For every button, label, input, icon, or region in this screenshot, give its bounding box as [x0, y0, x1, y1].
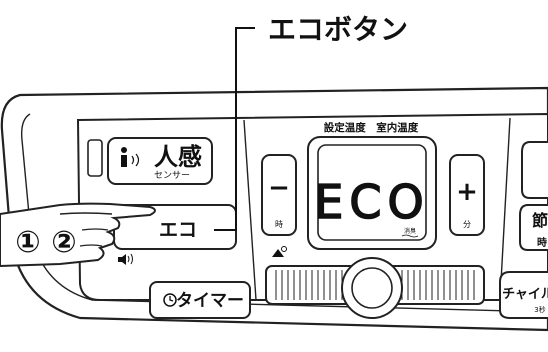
timer-button-label: タイマー: [176, 291, 244, 311]
lcd-display: ECO 消臭: [307, 136, 437, 250]
speaker-waves-icon: [118, 253, 133, 265]
plate-divider-right: [499, 117, 511, 301]
person-waves-icon: [121, 147, 140, 167]
plus-button-sublabel: 分: [463, 220, 471, 229]
plus-button[interactable]: + 分: [449, 154, 485, 236]
display-header-label: 設定温度 室内温度: [324, 121, 419, 134]
chime-button-sublabel: 3秒: [534, 305, 545, 314]
eco-callout-line: [214, 27, 255, 231]
right-top-partial-button[interactable]: [521, 141, 548, 199]
plate-divider-left: [243, 119, 257, 301]
human-sensor-label: 人感: [154, 143, 202, 171]
pointing-hand-icon: [0, 202, 156, 268]
deodorize-label: 消臭: [404, 227, 416, 235]
sensor-window: [87, 139, 103, 177]
minus-button[interactable]: − 時: [261, 154, 297, 236]
eco-button-label: エコ: [159, 219, 197, 241]
minus-button-sublabel: 時: [275, 220, 283, 229]
right-middle-partial-label: 節: [531, 211, 548, 230]
plus-button-label: +: [456, 177, 478, 207]
right-middle-partial-button[interactable]: 節 時: [519, 204, 548, 251]
right-middle-partial-sublabel: 時: [537, 236, 547, 249]
minus-button-label: −: [268, 173, 290, 203]
human-sensor-sublabel: センサー: [154, 170, 190, 181]
clock-icon: [163, 293, 177, 307]
step-1-marker: ①: [15, 225, 40, 260]
chime-button-label: チャイル: [502, 287, 548, 302]
human-sensor-button[interactable]: 人感 センサー: [107, 137, 213, 185]
light-icon: [272, 246, 287, 257]
step-2-marker: ②: [51, 225, 76, 260]
lcd-readout: ECO: [314, 175, 429, 229]
speaker-grille: [265, 257, 485, 319]
chime-button[interactable]: チャイル 3秒: [499, 271, 548, 319]
timer-button[interactable]: タイマー: [149, 281, 251, 319]
eco-callout-label: エコボタン: [268, 13, 408, 46]
deodorize-wave-icon: [401, 234, 419, 238]
